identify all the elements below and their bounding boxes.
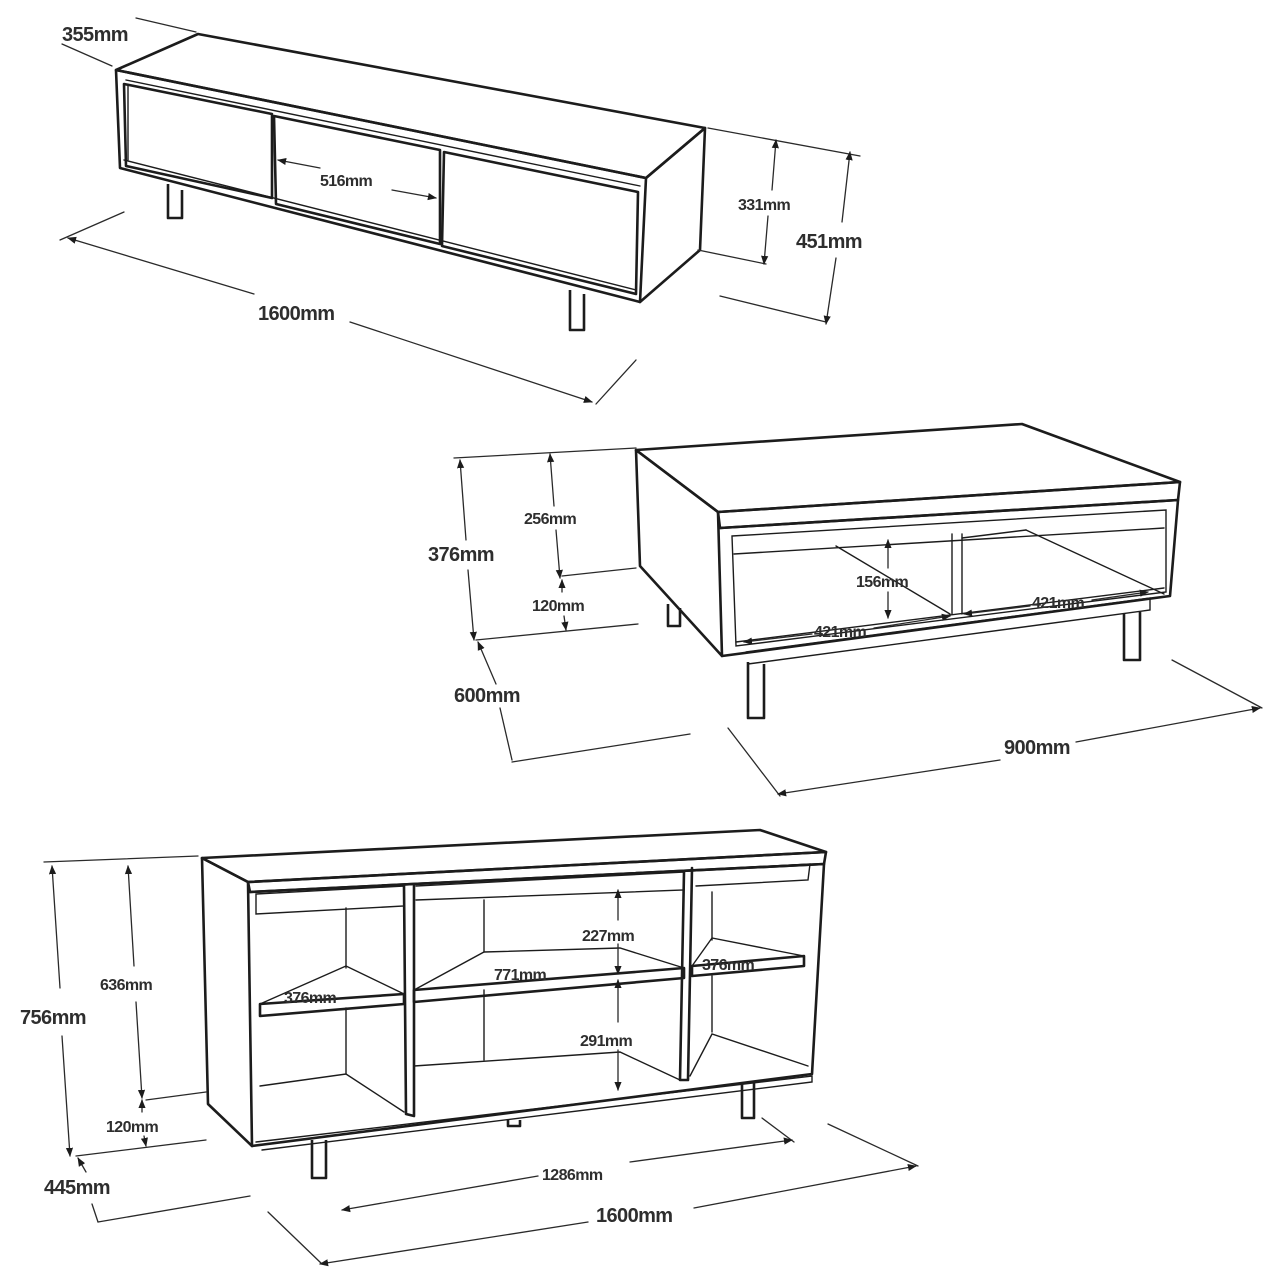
tv-stand-top: [114, 32, 707, 180]
coffee-table-depth-label: 600mm: [454, 685, 520, 707]
sideboard-leg-height-label: 120mm: [106, 1119, 159, 1136]
tv-stand-drawing: [114, 32, 707, 332]
sideboard-divider-left: [402, 884, 416, 1118]
sideboard-dimensions: [43, 855, 919, 1267]
tv-stand-total-height-label: 451mm: [796, 231, 862, 253]
sideboard-left-shelf-label: 376mm: [284, 990, 337, 1007]
coffee-table-dimensions: [453, 447, 1263, 797]
sideboard-drawing: [200, 828, 828, 1180]
tv-stand-front: [114, 68, 648, 304]
coffee-table-divider: [951, 533, 963, 615]
tv-stand-door-left: [122, 82, 274, 200]
tv-stand-door-width-label: 516mm: [320, 173, 373, 190]
tv-stand-legs: [166, 184, 586, 332]
coffee-table-shelf-height-label: 156mm: [856, 574, 909, 591]
sideboard-divider-right: [678, 866, 694, 1082]
sideboard-center-shelf-label: 771mm: [494, 967, 547, 984]
sideboard-center-shelf: [412, 966, 686, 1004]
coffee-table-top-height-label: 256mm: [524, 511, 577, 528]
tv-stand-side: [638, 126, 707, 304]
tv-stand-dimensions: [59, 17, 861, 405]
sideboard-lower-compartment-label: 291mm: [580, 1033, 633, 1050]
coffee-table-shelf-width-right-label: 421mm: [1032, 595, 1085, 612]
sideboard-left-shelf: [258, 992, 406, 1018]
sideboard-legs: [310, 1082, 756, 1180]
sideboard-side: [200, 856, 254, 1148]
coffee-table-legs: [666, 604, 1142, 720]
coffee-table-opening: [731, 509, 1167, 647]
tv-stand-door-right: [440, 150, 640, 296]
sideboard-inner-height-label: 636mm: [100, 977, 153, 994]
coffee-table-drawing: [634, 422, 1182, 720]
sideboard-depth-label: 445mm: [44, 1177, 110, 1199]
sideboard-right-shelf-label: 376mm: [702, 957, 755, 974]
sideboard-total-height-label: 756mm: [20, 1007, 86, 1029]
sideboard-upper-compartment-label: 227mm: [582, 928, 635, 945]
coffee-table-width-label: 900mm: [1004, 737, 1070, 759]
sideboard-front: [248, 862, 826, 1148]
coffee-table-shelf-width-left-label: 421mm: [814, 624, 867, 641]
tv-stand-width-label: 1600mm: [258, 303, 334, 325]
coffee-table-leg-height-label: 120mm: [532, 598, 585, 615]
sideboard-leg-span-label: 1286mm: [542, 1167, 603, 1184]
coffee-table-total-height-label: 376mm: [428, 544, 494, 566]
tv-stand-door-center: [272, 114, 442, 246]
tv-stand-depth-label: 355mm: [62, 24, 128, 46]
sideboard-width-label: 1600mm: [596, 1205, 672, 1227]
coffee-table-front: [718, 498, 1180, 658]
tv-stand-frame-line: [123, 79, 641, 291]
tv-stand-inner-height-label: 331mm: [738, 197, 791, 214]
sideboard-right-shelf: [690, 954, 806, 978]
